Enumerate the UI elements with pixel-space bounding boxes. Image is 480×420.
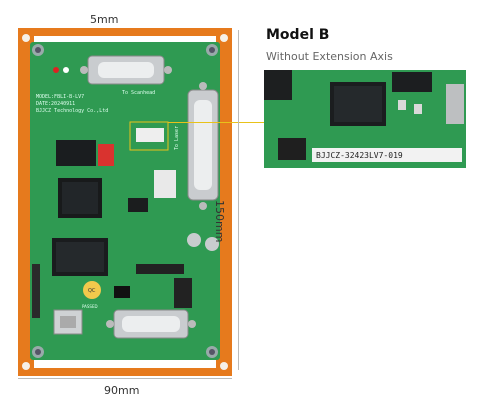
chip-sst — [56, 140, 96, 166]
pcb — [30, 42, 220, 360]
dim-width-line — [18, 378, 232, 379]
silk-model: MODEL:FBLI-B-LV7 — [36, 94, 84, 100]
silk-company: BJJCZ Technology Co.,Ltd — [36, 108, 108, 114]
dim-width: 90mm — [104, 384, 140, 397]
silk-date: DATE:20240911 — [36, 101, 75, 107]
controller-board-image: MODEL:FBLI-B-LV7 DATE:20240911 BJJCZ Tec… — [18, 28, 232, 376]
serial-label — [312, 148, 462, 162]
capacitor-2 — [205, 237, 219, 251]
callout-line — [168, 122, 264, 123]
dim-top-margin: 5mm — [90, 13, 119, 26]
qc-sticker — [83, 281, 101, 299]
dim-height: 150mm — [213, 200, 226, 243]
qc-text: QC — [88, 288, 96, 294]
dim-height-line — [238, 30, 239, 370]
silk-to-scanhead: To Scanhead — [122, 90, 155, 96]
highlight-box — [129, 121, 169, 151]
model-subtitle: Without Extension Axis — [266, 50, 393, 63]
zoom-detail-image: BJJCZ-32423LV7-019 — [264, 70, 466, 168]
qc-pass-text: PASSED — [82, 304, 98, 309]
dip-switch — [98, 144, 114, 166]
silk-to-laser: To Laser — [174, 126, 180, 150]
model-title: Model B — [266, 27, 330, 43]
capacitor-1 — [187, 233, 201, 247]
zoom-serial: BJJCZ-32423LV7-019 — [316, 151, 403, 160]
